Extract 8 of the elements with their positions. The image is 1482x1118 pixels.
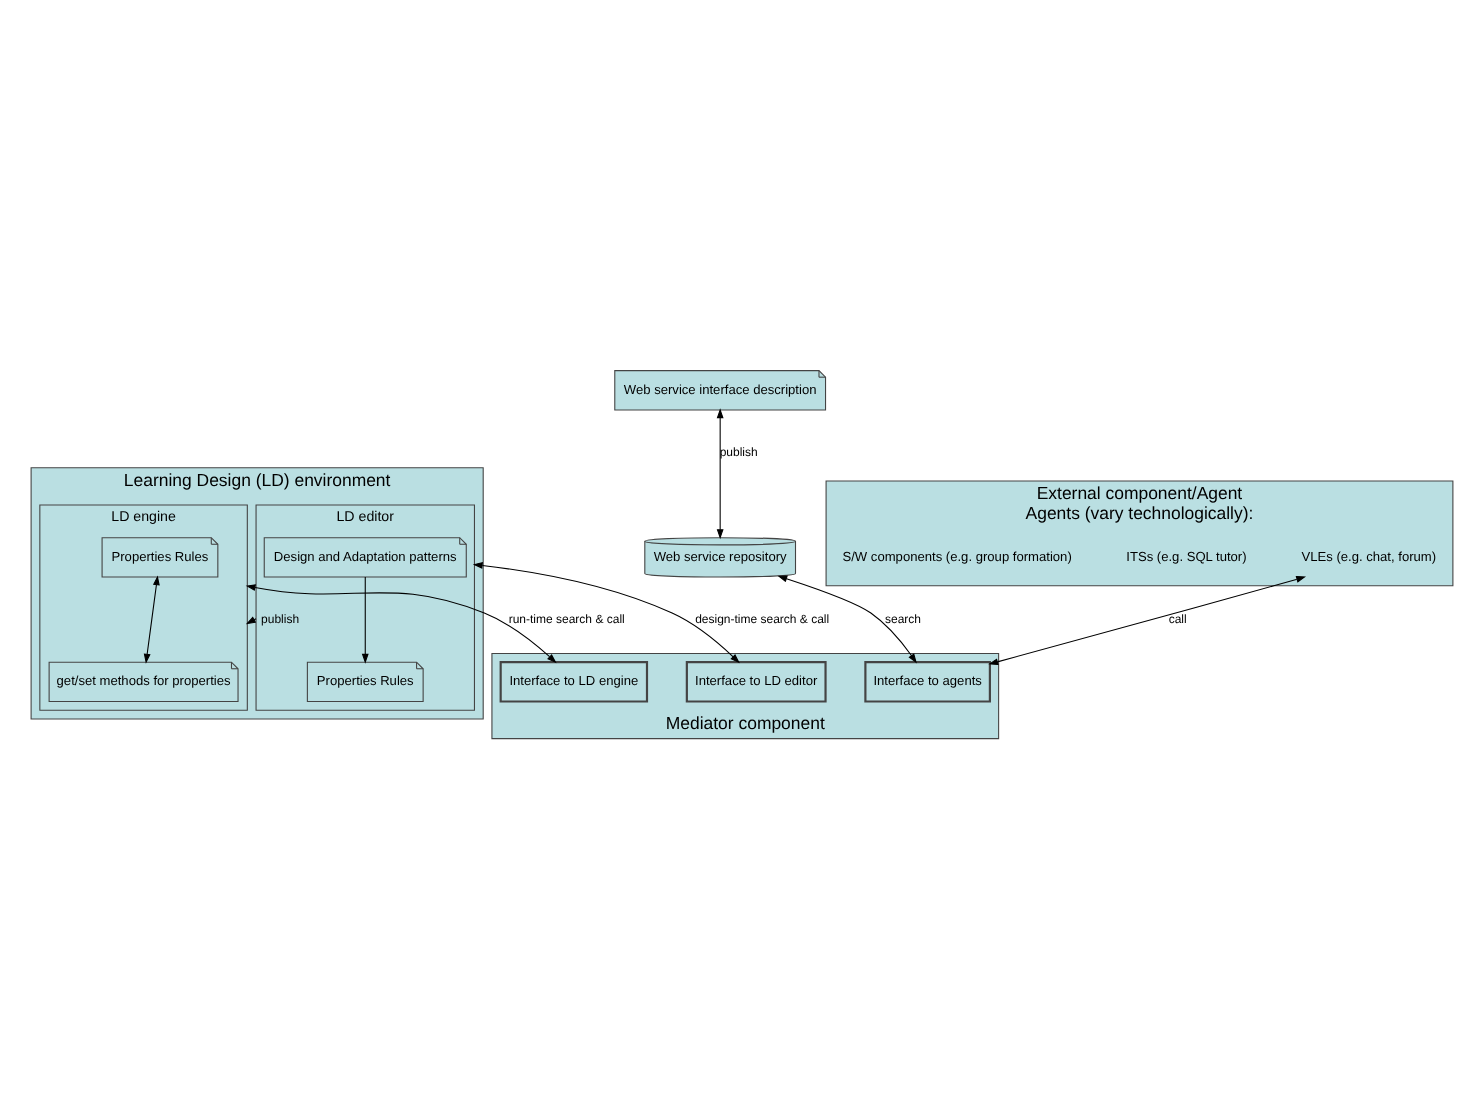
arrow xyxy=(715,408,723,540)
arrow xyxy=(360,576,368,664)
arrow xyxy=(244,584,556,664)
arrow xyxy=(142,575,159,664)
arrow xyxy=(987,576,1306,666)
arrow xyxy=(244,616,256,625)
arrow xyxy=(776,575,916,664)
arrow xyxy=(471,562,739,664)
